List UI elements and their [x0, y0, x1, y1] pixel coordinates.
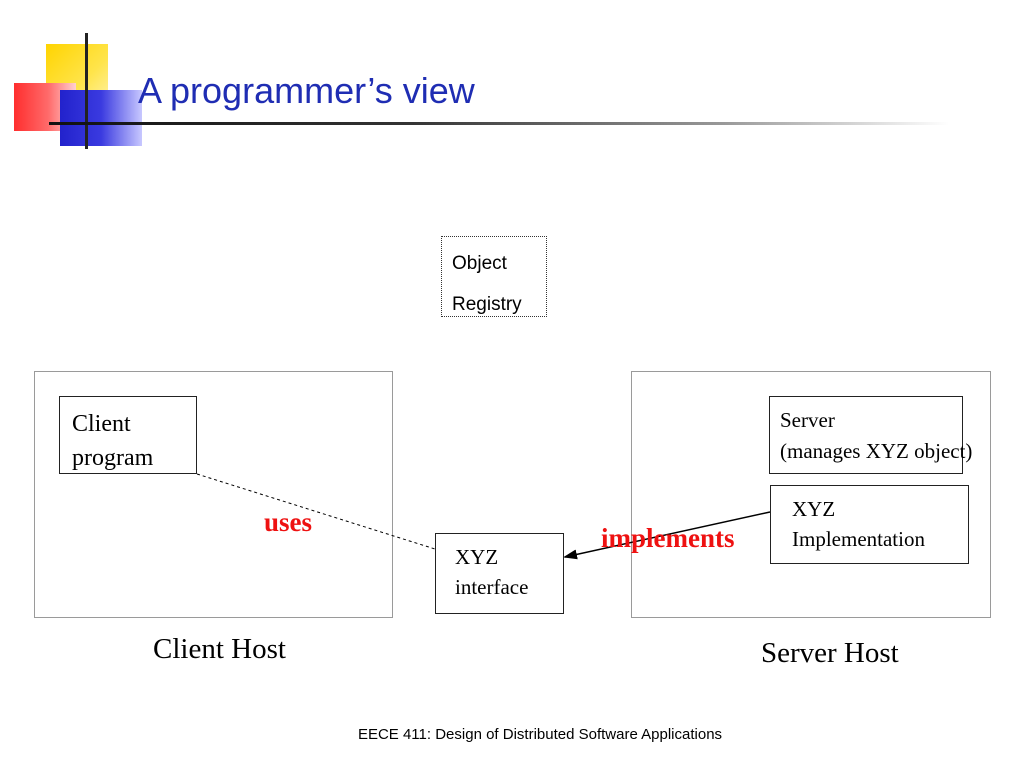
logo-blue-square [60, 90, 142, 146]
uses-label: uses [264, 507, 313, 537]
registry-line1: Object [452, 253, 507, 274]
slide-footer: EECE 411: Design of Distributed Software… [357, 726, 723, 743]
server-host-caption: Server Host [761, 637, 899, 669]
client-program-line1: Client [72, 411, 131, 437]
interface-line1: XYZ [455, 545, 499, 569]
logo-vertical-rule [85, 33, 88, 149]
server-box-line1: Server [780, 408, 835, 432]
client-host-caption: Client Host [153, 633, 286, 665]
server-box-line2: (manages XYZ object) [780, 439, 973, 463]
xyz-interface-box: XYZ interface [435, 533, 564, 614]
slide-title: A programmer’s view [138, 70, 475, 111]
title-underline-rule [49, 122, 949, 125]
client-program-line2: program [72, 445, 154, 471]
registry-line2: Registry [452, 294, 522, 315]
server-box: Server (manages XYZ object) [769, 396, 973, 474]
interface-line2: interface [455, 575, 529, 599]
object-registry-box: Object Registry [441, 236, 547, 317]
implements-label: implements [601, 523, 735, 553]
impl-line2: Implementation [792, 527, 925, 551]
impl-line1: XYZ [792, 497, 836, 521]
client-program-box: Client program [59, 396, 197, 474]
xyz-implementation-box: XYZ Implementation [770, 485, 969, 564]
